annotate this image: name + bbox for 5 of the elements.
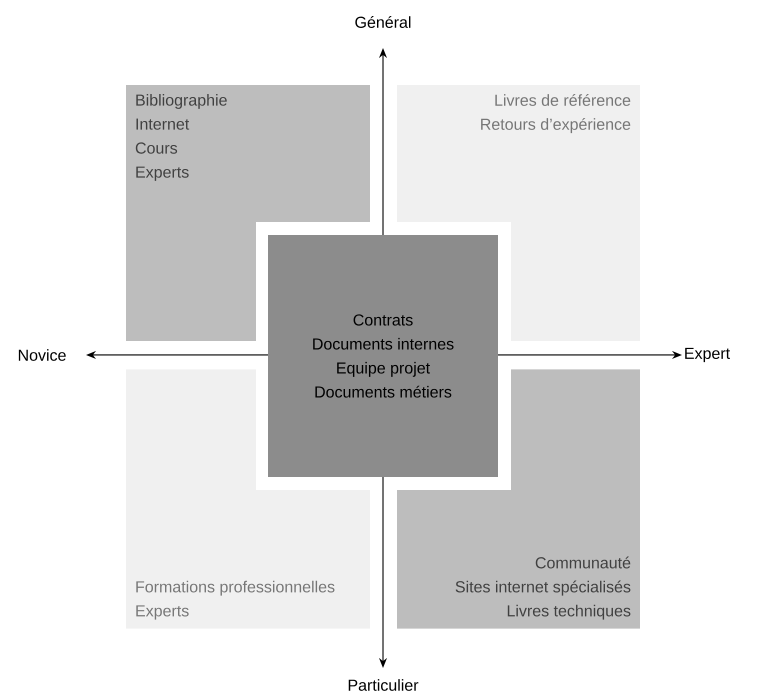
center-box: Contrats Documents internes Equipe projet Documents métiers	[268, 234, 498, 477]
axis-label: Novice	[18, 349, 66, 361]
axis-label: Expert	[685, 348, 730, 362]
axis-label: Général	[355, 16, 410, 28]
axis-label: Particulier	[348, 679, 418, 691]
